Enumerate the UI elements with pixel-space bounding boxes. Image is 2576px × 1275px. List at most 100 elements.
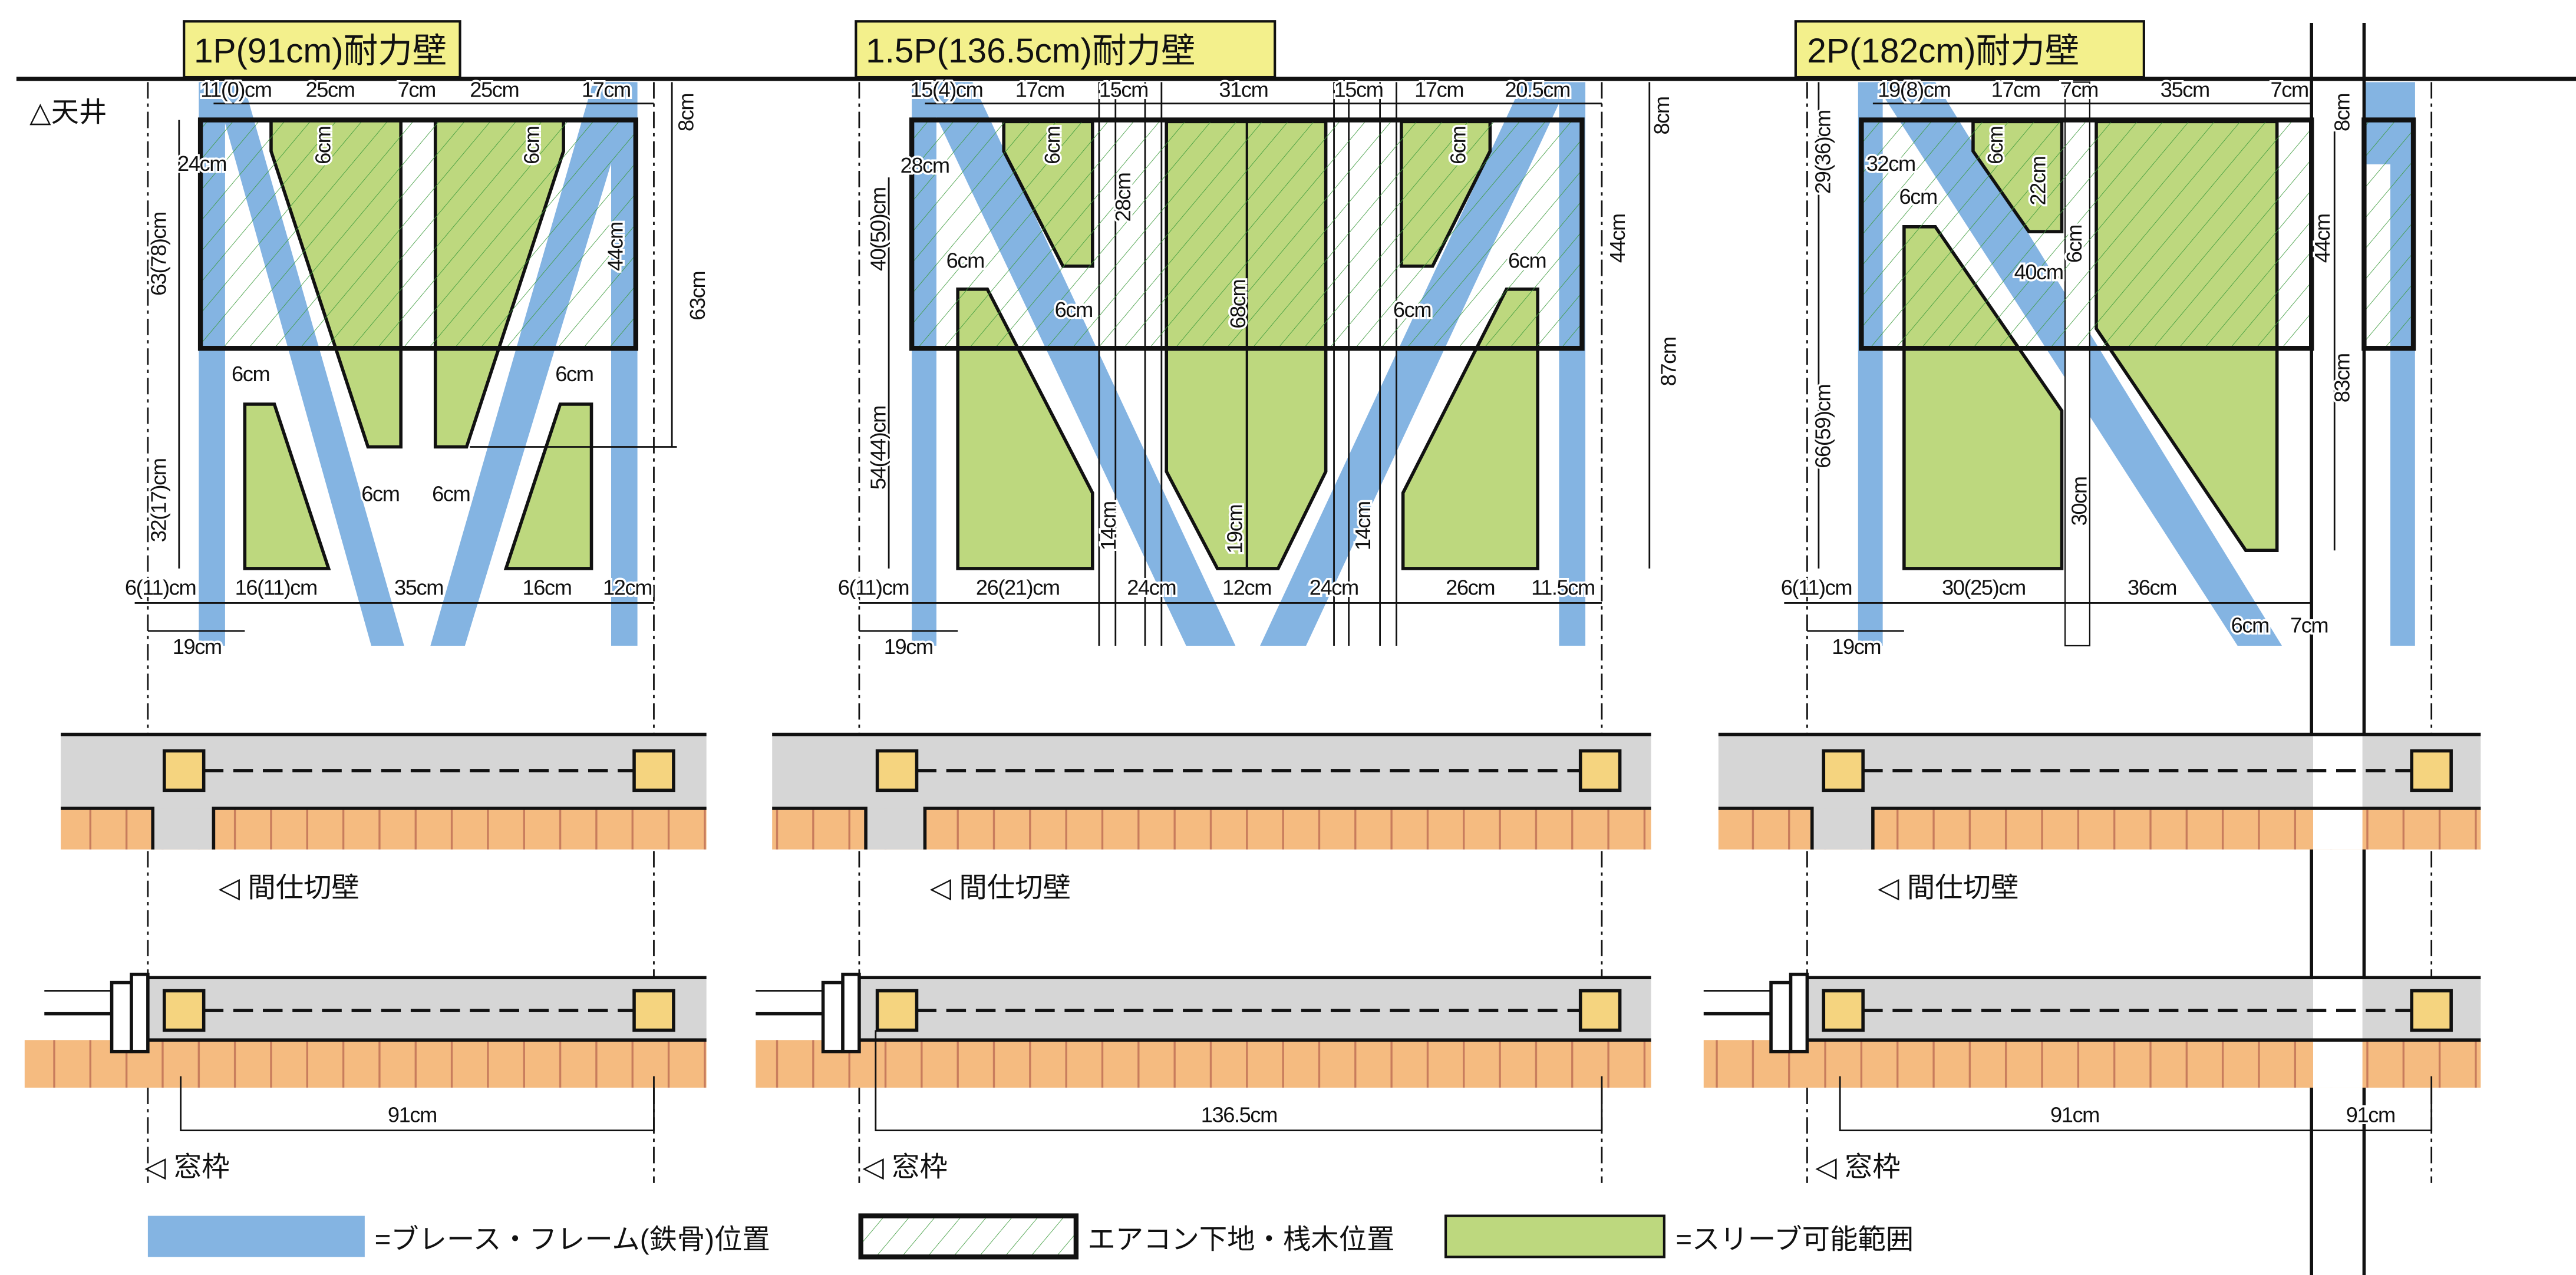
- dimension-label: 17cm: [1991, 78, 2040, 102]
- dimension-lines: [134, 82, 677, 632]
- window-label: ◁ 窓枠: [144, 1152, 229, 1183]
- legend-aircon-label: エアコン下地・桟木位置: [1087, 1224, 1394, 1255]
- dimension-label: 7cm: [2271, 78, 2308, 102]
- dimension-label: 16(11)cm: [235, 575, 317, 599]
- dimension-label: 24cm: [1310, 575, 1358, 599]
- dimension-label: 6cm: [1899, 184, 1937, 209]
- dimension-label: 35cm: [394, 575, 443, 599]
- dimension-label: 44cm: [603, 222, 628, 271]
- dimension-label: 40(50)cm: [866, 187, 890, 271]
- dimension-label: 32cm: [1866, 151, 1915, 176]
- span-label: 91cm: [388, 1103, 437, 1127]
- dimension-label: 19cm: [884, 635, 933, 659]
- dimension-label: 6cm: [2062, 225, 2086, 263]
- dimension-label: 7cm: [2060, 78, 2098, 102]
- dimension-label: 25cm: [305, 78, 354, 102]
- dimension-label: 26cm: [1446, 575, 1495, 599]
- dimension-label: 15(4)cm: [910, 78, 982, 102]
- dimension-label: 6(11)cm: [838, 575, 909, 599]
- window-frame: [44, 972, 2481, 1053]
- dimension-label: 6cm: [232, 362, 269, 386]
- dimension-label: 44cm: [1605, 214, 1630, 263]
- dimension-label: 28cm: [1111, 173, 1135, 222]
- dimension-label: 6cm: [1040, 127, 1064, 164]
- dimension-label: 6cm: [1508, 249, 1546, 273]
- dimension-label: 14cm: [1096, 501, 1120, 550]
- dimension-label: 6cm: [1055, 298, 1093, 322]
- dimension-label: 63(78)cm: [147, 212, 171, 296]
- dimension-label: 8cm: [674, 94, 698, 131]
- dimension-label: 6cm: [1446, 127, 1470, 164]
- dimension-label: 35cm: [2161, 78, 2209, 102]
- span-label: 91cm: [2050, 1103, 2099, 1127]
- dimension-label: 17cm: [582, 78, 631, 102]
- legend-sleeve-label: =スリーブ可能範囲: [1675, 1224, 1914, 1255]
- dimension-lines: [859, 82, 1651, 632]
- dimension-label: 30(25)cm: [1942, 575, 2026, 599]
- dimension-label: 6cm: [2231, 613, 2269, 638]
- legend-brace-swatch: [147, 1215, 365, 1257]
- legend-aircon-swatch: [858, 1213, 1079, 1260]
- dimension-label: 20.5cm: [1505, 78, 1569, 102]
- dimension-label: 30cm: [2067, 477, 2091, 526]
- dimension-label: 6cm: [361, 482, 399, 506]
- aircon-hatch: [1859, 117, 2314, 351]
- dimension-label: 17cm: [1015, 78, 1064, 102]
- dimension-lines: [1784, 82, 2336, 632]
- dimension-label: 6(11)cm: [1781, 575, 1852, 599]
- dimension-label: 6cm: [1393, 298, 1431, 322]
- panel-1-5p: 1.5P(136.5cm)耐力壁: [855, 20, 1651, 1183]
- dimension-label: 31cm: [1219, 78, 1268, 102]
- legend-sleeve-swatch: [1444, 1214, 1665, 1259]
- panel-title-box: [1794, 20, 2145, 79]
- dimension-label: 26(21)cm: [976, 575, 1060, 599]
- panel-2p: 2P(182cm)耐力壁: [1784, 20, 2433, 1275]
- dimension-label: 8cm: [2330, 94, 2354, 131]
- dimension-label: 36cm: [2128, 575, 2176, 599]
- window-label: ◁ 窓枠: [862, 1152, 948, 1183]
- dimension-label: 24cm: [177, 151, 226, 176]
- dimension-label: 32(17)cm: [147, 458, 171, 542]
- span-dimension-lines: [180, 1030, 2433, 1131]
- dimension-label: 25cm: [470, 78, 519, 102]
- dimension-label: 83cm: [2330, 354, 2354, 402]
- dimension-label: 12cm: [603, 575, 652, 599]
- ceiling-label: △天井: [29, 97, 107, 128]
- dimension-label: 11.5cm: [1531, 575, 1595, 599]
- legend: =ブレース・フレーム(鉄骨)位置 エアコン下地・桟木位置 =スリーブ可能範囲: [147, 1213, 1914, 1260]
- dimension-label: 63cm: [685, 272, 710, 321]
- dimension-label: 54(44)cm: [866, 406, 890, 490]
- dimension-label: 29(36)cm: [1810, 110, 1835, 194]
- panel-1p: 1P(91cm)耐力壁: [134, 20, 677, 1183]
- partition-label: ◁ 間仕切壁: [218, 873, 359, 904]
- span-label: 91cm: [2346, 1103, 2395, 1127]
- dimension-label: 19cm: [173, 635, 222, 659]
- panel-title: 1P(91cm)耐力壁: [194, 32, 447, 70]
- dimension-label: 6(11)cm: [125, 575, 196, 599]
- dimension-label: 7cm: [398, 78, 436, 102]
- panel-title: 1.5P(136.5cm)耐力壁: [866, 32, 1196, 70]
- dimension-label: 6cm: [946, 249, 984, 273]
- aircon-hatch: [909, 117, 1585, 351]
- dimension-label: 6cm: [311, 127, 335, 164]
- dimension-label: 19cm: [1222, 505, 1246, 554]
- dimension-label: 6cm: [519, 127, 543, 164]
- dimension-label: 14cm: [1351, 501, 1375, 550]
- partition-label: ◁ 間仕切壁: [1877, 873, 2018, 904]
- legend-brace-label: =ブレース・フレーム(鉄骨)位置: [375, 1224, 770, 1255]
- dimension-label: 19(8)cm: [1878, 78, 1950, 102]
- aircon-hatch: [2361, 117, 2416, 351]
- span-label: 136.5cm: [1201, 1103, 1277, 1127]
- dimension-label: 28cm: [901, 153, 949, 177]
- dimension-label: 15cm: [1099, 78, 1148, 102]
- panel-title: 2P(182cm)耐力壁: [1807, 32, 2079, 70]
- dimension-label: 87cm: [1656, 337, 1680, 386]
- dimension-label: 8cm: [1650, 97, 1674, 134]
- dimension-label: 6cm: [555, 362, 593, 386]
- dimension-label: 17cm: [1414, 78, 1463, 102]
- dimension-label: 40cm: [2014, 260, 2063, 284]
- plan-window-row: 91cm 136.5cm 91cm 91cm ◁ 窓枠 ◁ 窓枠 ◁ 窓枠: [24, 972, 2481, 1183]
- post: [162, 749, 2453, 792]
